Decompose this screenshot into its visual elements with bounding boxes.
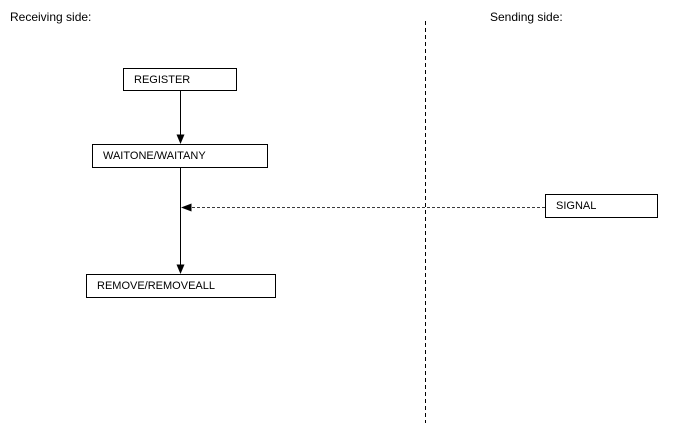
receiving-side-label: Receiving side:	[10, 10, 92, 24]
register-to-waitone-arrowhead-icon	[176, 134, 185, 144]
node-remove-removeall: REMOVE/REMOVEALL	[86, 274, 276, 298]
signal-dashed-arrowhead-icon	[181, 203, 192, 212]
node-signal: SIGNAL	[545, 194, 658, 218]
node-register: REGISTER	[123, 68, 237, 91]
sending-side-label: Sending side:	[490, 10, 563, 24]
waitone-to-remove-arrowhead-icon	[176, 264, 185, 274]
node-waitone-waitany: WAITONE/WAITANY	[92, 144, 268, 168]
